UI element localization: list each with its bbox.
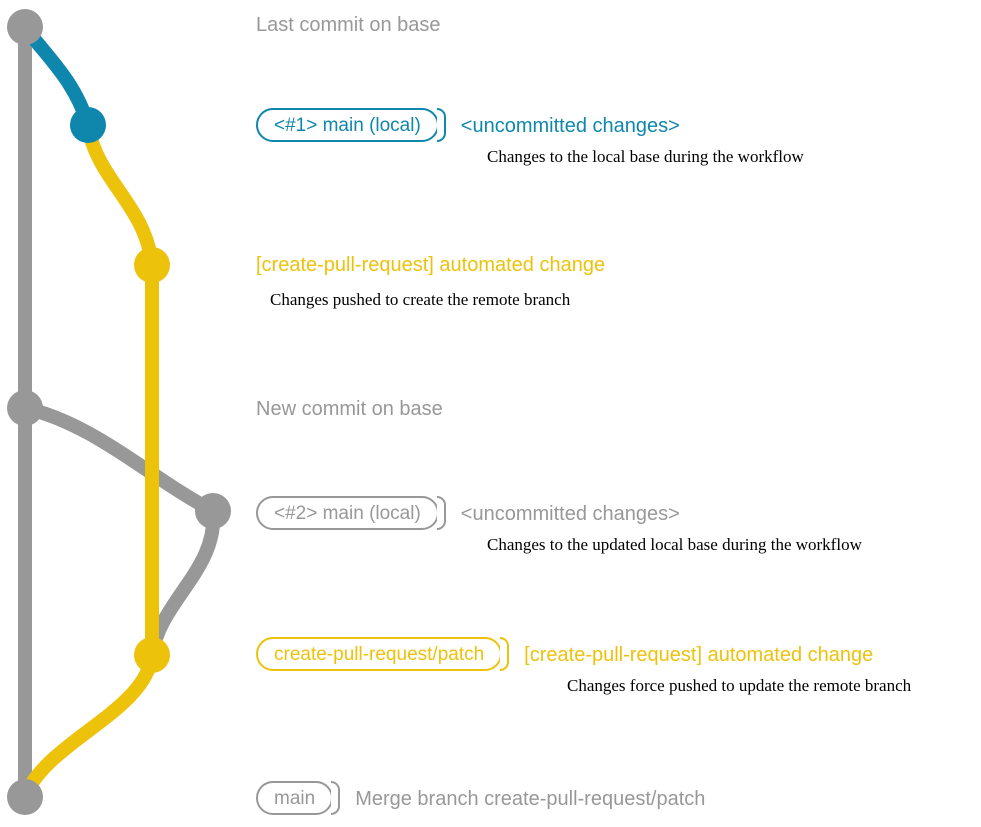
headline-remote-commit-1: [create-pull-request] automated change (256, 254, 606, 276)
annotation-remote-commit-2: Changes force pushed to update the remot… (567, 676, 912, 695)
tag-main-local-1-label: <#1> main (local) (274, 114, 421, 136)
node-remote-commit-1[interactable] (134, 247, 170, 283)
tag-main[interactable]: main (256, 781, 341, 815)
label-new-commit-on-base: New commit on base (256, 398, 443, 420)
annotation-local-commit-2: Changes to the updated local base during… (487, 535, 862, 554)
tag-main-local-1[interactable]: <#1> main (local) (256, 108, 446, 142)
tag-create-pull-request-patch[interactable]: create-pull-request/patch (256, 637, 510, 671)
tag-main-label: main (274, 787, 316, 809)
headline-merge-commit: Merge branch create-pull-request/patch (355, 788, 706, 810)
node-remote-commit-2[interactable] (134, 637, 170, 673)
tag-main-local-2[interactable]: <#2> main (local) (256, 496, 446, 530)
label-last-commit-on-base: Last commit on base (256, 14, 441, 36)
local2-to-remote2-line (145, 504, 221, 662)
entry-merge-commit: main Merge branch create-pull-request/pa… (256, 781, 705, 815)
node-new-commit-on-base[interactable] (7, 390, 43, 426)
annotation-remote-commit-1: Changes pushed to create the remote bran… (270, 290, 571, 309)
node-last-commit-on-base[interactable] (7, 9, 43, 45)
node-local-commit-2[interactable] (195, 493, 231, 529)
remote2-to-merge-line (18, 648, 159, 804)
headline-local-commit-2: <uncommitted changes> (460, 503, 680, 525)
remote1-branch-line (81, 118, 159, 272)
tag-create-pull-request-patch-label: create-pull-request/patch (274, 643, 485, 665)
node-merge-commit[interactable] (7, 779, 43, 815)
base-to-local2-line (18, 401, 220, 518)
node-local-commit-1[interactable] (70, 107, 106, 143)
annotation-local-commit-1: Changes to the local base during the wor… (487, 147, 804, 166)
headline-local-commit-1: <uncommitted changes> (460, 115, 680, 137)
entry-local-commit-2: <#2> main (local) <uncommitted changes> (256, 496, 680, 530)
entry-remote-commit-2: create-pull-request/patch [create-pull-r… (256, 637, 873, 671)
headline-remote-commit-2: [create-pull-request] automated change (524, 644, 874, 666)
tag-main-local-2-label: <#2> main (local) (274, 502, 421, 524)
entry-local-commit-1: <#1> main (local) <uncommitted changes> (256, 108, 680, 142)
